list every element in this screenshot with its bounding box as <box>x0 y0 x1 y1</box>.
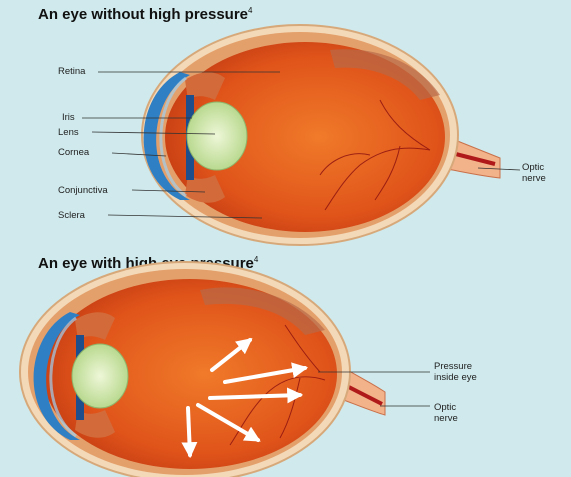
pressure-arrow <box>188 408 190 455</box>
label-conjunctiva: Conjunctiva <box>58 185 108 196</box>
label-line: nerve <box>434 413 458 424</box>
label-cornea: Cornea <box>58 147 89 158</box>
label-line: Pressure <box>434 361 472 372</box>
eye-high-pressure <box>20 262 385 477</box>
eye-normal <box>142 25 500 245</box>
lens-shape <box>187 102 247 170</box>
label-line: Optic <box>522 162 544 173</box>
label-retina: Retina <box>58 66 85 77</box>
label-lens: Lens <box>58 127 79 138</box>
label-line: Optic <box>434 402 456 413</box>
label-iris: Iris <box>62 112 75 123</box>
label-line: nerve <box>522 173 546 184</box>
label-sclera: Sclera <box>58 210 85 221</box>
label-line: inside eye <box>434 372 477 383</box>
lens-shape <box>72 344 128 408</box>
